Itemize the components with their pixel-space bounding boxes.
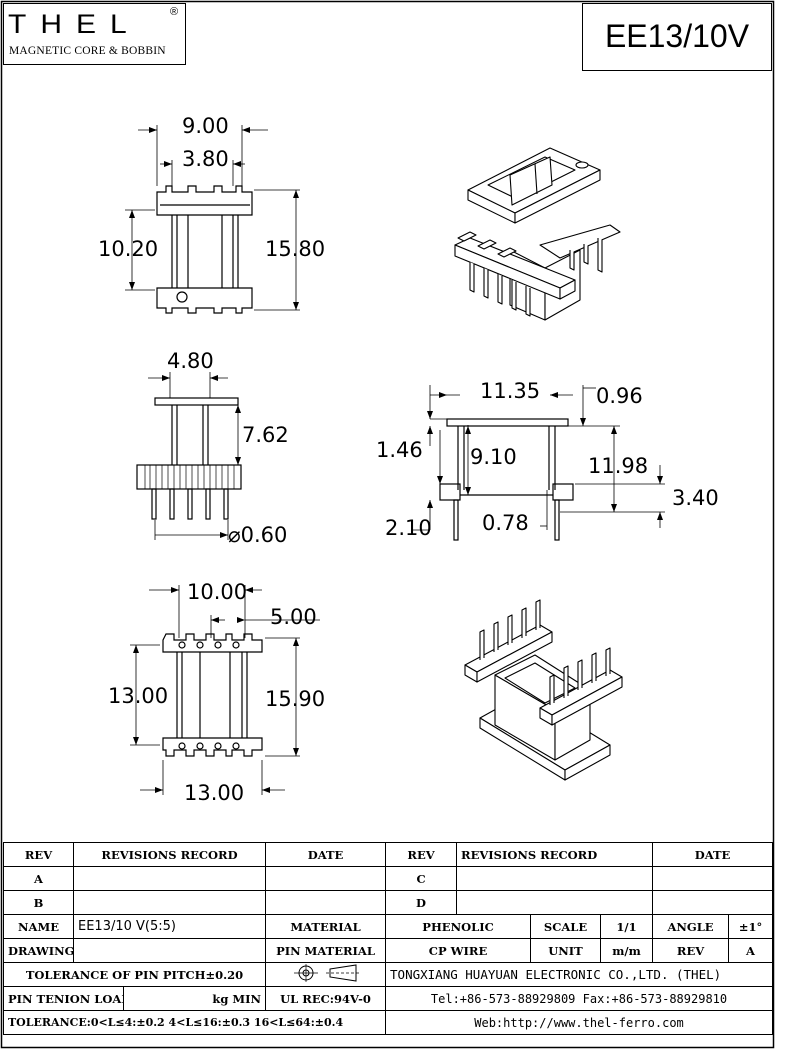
isometric-view-top bbox=[454, 147, 621, 321]
ul-rec: UL REC:94V-0 bbox=[265, 986, 387, 1011]
rev-a-record bbox=[72, 866, 267, 891]
drawing-no-label: DRAWING NO bbox=[3, 938, 74, 963]
projection-symbol bbox=[265, 962, 387, 987]
pin-tension-unit: kg MIN bbox=[122, 986, 267, 1011]
dim-side-base: 2.10 bbox=[385, 516, 432, 540]
top-view-arrowheads bbox=[129, 127, 299, 310]
dim-top-width: 9.00 bbox=[182, 114, 229, 138]
angle-value: ±1° bbox=[728, 914, 774, 939]
drawing-views bbox=[125, 125, 665, 795]
dim-bottom-pitch: 5.00 bbox=[270, 605, 317, 629]
dim-front-width: 4.80 bbox=[167, 349, 214, 373]
dim-front-height: 7.62 bbox=[242, 423, 289, 447]
rev-c-date bbox=[652, 866, 774, 891]
date-header-2: DATE bbox=[652, 842, 774, 867]
rev-d-date bbox=[652, 890, 774, 915]
rev-value: A bbox=[728, 938, 774, 963]
unit-label: UNIT bbox=[530, 938, 602, 963]
angle-label: ANGLE bbox=[652, 914, 730, 939]
material-value: PHENOLIC bbox=[385, 914, 532, 939]
material-label: MATERIAL bbox=[265, 914, 387, 939]
logo-wordmark: THEL bbox=[8, 9, 141, 40]
tolerance-pin-pitch: TOLERANCE OF PIN PITCH±0.20 bbox=[2, 962, 267, 987]
rev-b: B bbox=[3, 890, 74, 915]
pin-tension-label: PIN TENION LOAD bbox=[3, 986, 124, 1011]
dim-top-inner: 3.80 bbox=[182, 147, 229, 171]
part-title: EE13/10V bbox=[604, 18, 750, 54]
tolerance-general: TOLERANCE:0<L≤4:±0.2 4<L≤16:±0.3 16<L≤64… bbox=[2, 1010, 387, 1035]
front-view-arrowheads bbox=[162, 375, 241, 538]
title-block: REV REVISIONS RECORD DATE REV REVISIONS … bbox=[2, 842, 774, 1035]
rev-c: C bbox=[385, 866, 458, 891]
drawing-no-value bbox=[72, 938, 267, 963]
rev-label-2: REV bbox=[652, 938, 730, 963]
website: Web:http://www.thel-ferro.com bbox=[385, 1010, 774, 1035]
side-view-arrowheads bbox=[427, 392, 663, 520]
name-value: EE13/10 V(5:5) bbox=[72, 914, 267, 939]
rev-d-record bbox=[456, 890, 654, 915]
bottom-view-arrowheads bbox=[133, 587, 299, 793]
dim-bottom-width: 13.00 bbox=[184, 781, 245, 805]
dim-top-inner-height: 10.20 bbox=[98, 237, 159, 261]
isometric-view-bottom bbox=[464, 599, 623, 781]
scale-value: 1/1 bbox=[600, 914, 654, 939]
dim-side-pin-offset: 0.78 bbox=[482, 511, 529, 535]
rev-header: REV bbox=[3, 842, 74, 867]
revisions-record-header: REVISIONS RECORD bbox=[72, 842, 267, 867]
dim-side-total-height: 11.98 bbox=[588, 454, 649, 478]
dim-bottom-height: 15.90 bbox=[265, 687, 326, 711]
logo-subtitle: MAGNETIC CORE & BOBBIN bbox=[9, 45, 166, 57]
date-header: DATE bbox=[265, 842, 387, 867]
dim-bottom-pitch-span: 10.00 bbox=[187, 580, 248, 604]
dim-side-top-thickness: 1.46 bbox=[376, 438, 423, 462]
bottom-view bbox=[130, 585, 320, 795]
pin-material-value: CP WIRE bbox=[385, 938, 532, 963]
third-angle-projection-icon bbox=[293, 964, 360, 982]
rev-b-record bbox=[72, 890, 267, 915]
dim-pin-diameter: ⌀0.60 bbox=[228, 523, 288, 547]
dim-side-winding-height: 9.10 bbox=[470, 445, 517, 469]
part-title-box bbox=[582, 3, 772, 71]
rev-header-2: REV bbox=[385, 842, 458, 867]
name-label: NAME bbox=[3, 914, 74, 939]
dim-top-height: 15.80 bbox=[265, 237, 326, 261]
pin-material-label: PIN MATERIAL bbox=[265, 938, 387, 963]
tel-fax: Tel:+86-573-88929809 Fax:+86-573-8892981… bbox=[385, 986, 774, 1011]
dim-bottom-inner-height: 13.00 bbox=[108, 684, 169, 708]
rev-a: A bbox=[3, 866, 74, 891]
rev-b-date bbox=[265, 890, 387, 915]
dim-side-flange: 0.96 bbox=[596, 384, 643, 408]
unit-value: m/m bbox=[600, 938, 654, 963]
top-view bbox=[125, 125, 300, 314]
company-name: TONGXIANG HUAYUAN ELECTRONIC CO.,LTD. (T… bbox=[385, 962, 774, 987]
scale-label: SCALE bbox=[530, 914, 602, 939]
dim-side-pin-length: 3.40 bbox=[672, 486, 719, 510]
rev-c-record bbox=[456, 866, 654, 891]
dim-side-width: 11.35 bbox=[480, 379, 541, 403]
revisions-record-header-2: REVISIONS RECORD bbox=[456, 842, 654, 867]
rev-a-date bbox=[265, 866, 387, 891]
rev-d: D bbox=[385, 890, 458, 915]
registered-mark: ® bbox=[170, 6, 179, 18]
front-view bbox=[136, 372, 242, 540]
logo-box bbox=[3, 3, 186, 65]
